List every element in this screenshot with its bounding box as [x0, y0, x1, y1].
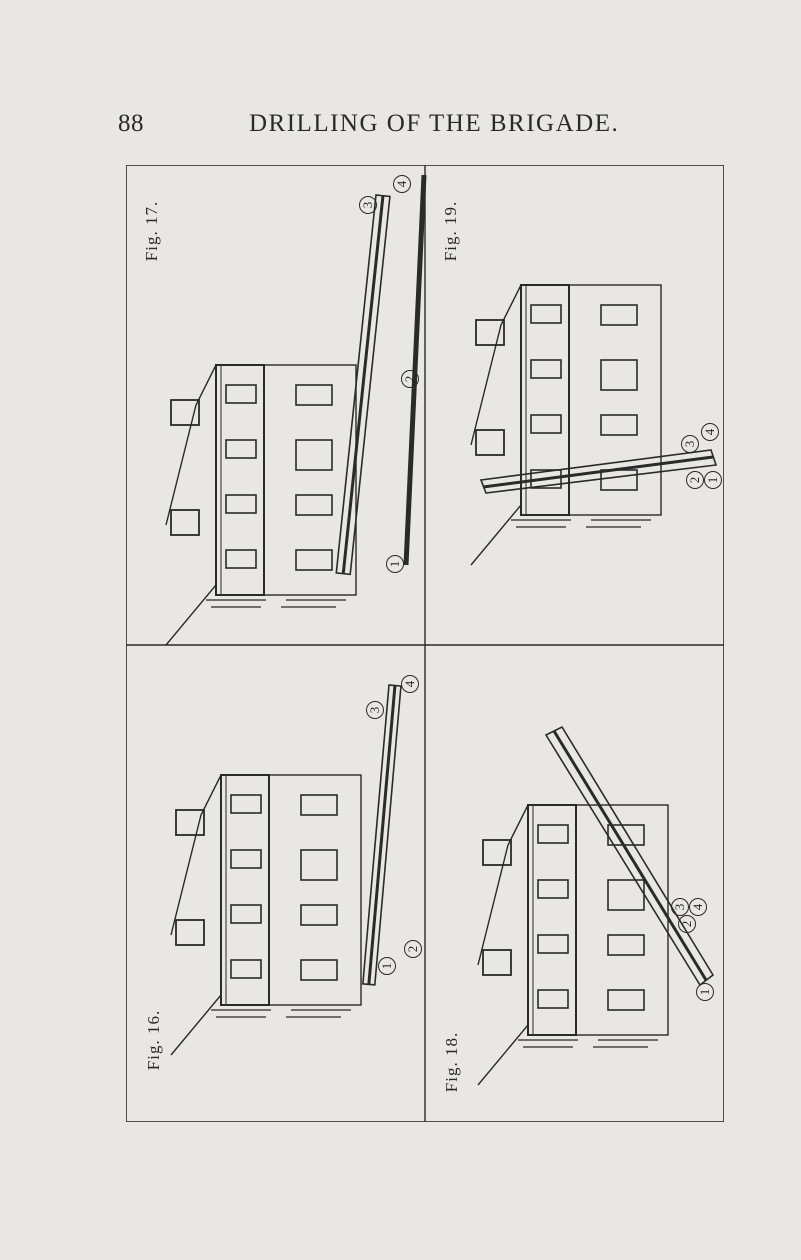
marker-1: 1: [696, 983, 714, 1001]
fig-18-label: Fig. 18.: [442, 1031, 462, 1093]
marker-2: 2: [404, 940, 422, 958]
marker-4: 4: [689, 898, 707, 916]
marker-4: 4: [701, 423, 719, 441]
running-title: DRILLING OF THE BRIGADE.: [249, 110, 620, 137]
figure-16-drawing: [170, 684, 402, 1056]
marker-2: 2: [678, 915, 696, 933]
marker-1: 1: [704, 471, 722, 489]
plate-drawing: [126, 165, 724, 1122]
figure-18-drawing: [477, 725, 715, 1086]
marker-3: 3: [366, 701, 384, 719]
marker-4: 4: [393, 175, 411, 193]
page-number: 88: [118, 110, 144, 137]
figure-19-drawing: [470, 284, 718, 566]
fig-17-label: Fig. 17.: [142, 200, 162, 262]
marker-1: 1: [378, 957, 396, 975]
marker-3: 3: [359, 196, 377, 214]
page-header: 88 DRILLING OF THE BRIGADE.: [118, 110, 638, 144]
fig-19-label: Fig. 19.: [441, 200, 461, 262]
fig-16-label: Fig. 16.: [144, 1009, 164, 1071]
figure-17-drawing: [165, 174, 427, 646]
marker-2: 2: [686, 471, 704, 489]
marker-4: 4: [401, 675, 419, 693]
marker-3: 3: [671, 898, 689, 916]
marker-1: 1: [386, 555, 404, 573]
illustration-plate: 4 3 2 1 4 3 2 1 4 3 2 1 4 3 2 1 Fig. 17.…: [126, 165, 724, 1122]
marker-2: 2: [401, 370, 419, 388]
marker-3: 3: [681, 435, 699, 453]
